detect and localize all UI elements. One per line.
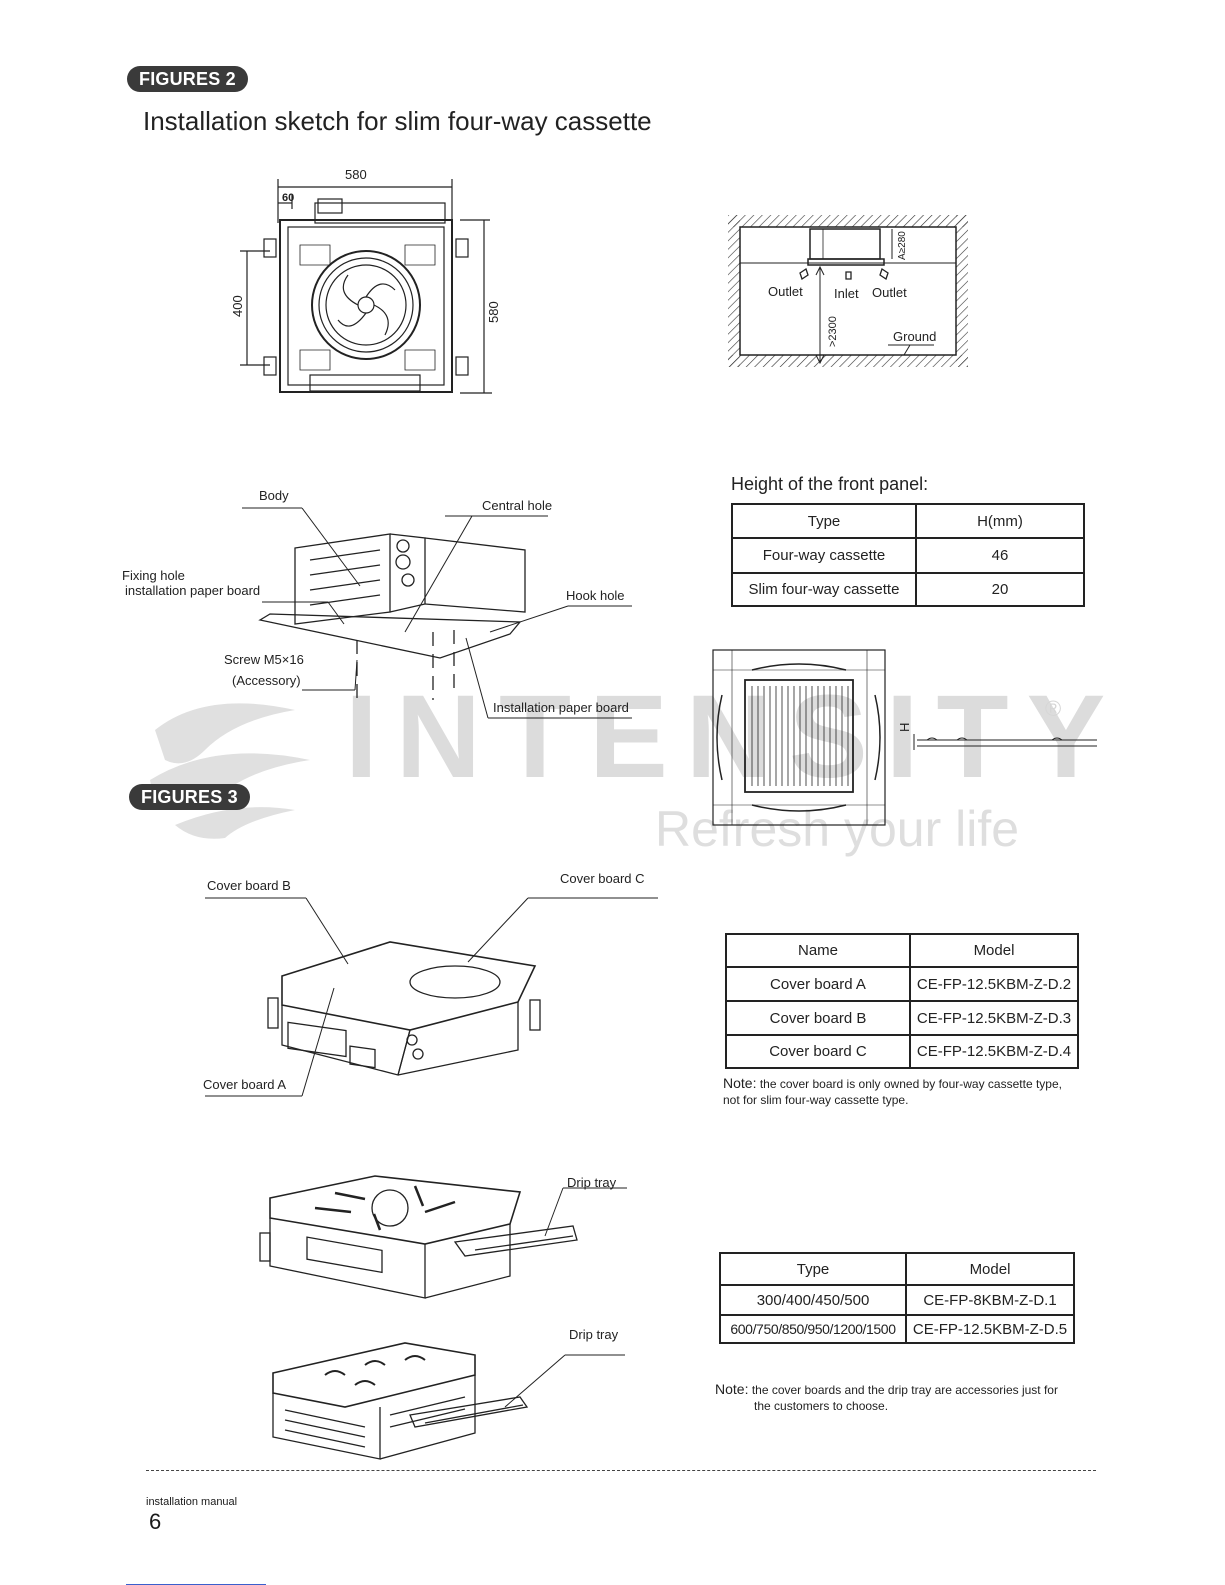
table-header: Type: [731, 503, 917, 539]
dim-top: 580: [345, 167, 367, 182]
label-central-hole: Central hole: [482, 498, 553, 513]
table-cell: Four-way cassette: [731, 537, 917, 574]
table-header-row: Type H(mm): [731, 503, 1085, 539]
note-drip-tray: Note: the cover boards and the drip tray…: [715, 1381, 1105, 1414]
label-installation-paper-board-2: Installation paper board: [493, 700, 629, 715]
footer-manual: installation manual: [146, 1496, 238, 1508]
body-installation-drawing: [242, 507, 632, 719]
room-installation-drawing: A≥280 Outlet Inlet Outlet >2300 Ground: [728, 215, 968, 367]
table-header: Name: [725, 933, 911, 968]
cover-board-table: Name Model Cover board A CE-FP-12.5KBM-Z…: [725, 933, 1079, 1069]
table-row: 300/400/450/500 CE-FP-8KBM-Z-D.1: [719, 1284, 1075, 1316]
table-cell: CE-FP-12.5KBM-Z-D.3: [909, 1000, 1079, 1036]
label-drip-tray-2: Drip tray: [569, 1327, 619, 1342]
table-row: Cover board C CE-FP-12.5KBM-Z-D.4: [725, 1034, 1079, 1069]
table-header-row: Name Model: [725, 933, 1079, 968]
watermark-reg: ®: [1045, 696, 1062, 721]
note-label: Note:: [715, 1381, 749, 1397]
table-row: 600/750/850/950/1200/1500 CE-FP-12.5KBM-…: [719, 1314, 1075, 1344]
label-fixing-hole: Fixing hole: [122, 568, 185, 583]
note-text: the cover boards and the drip tray are a…: [751, 1383, 1058, 1397]
note-text-2: the customers to choose.: [754, 1399, 889, 1413]
panel-height-title: Height of the front panel:: [731, 474, 929, 494]
drip-tray-drawing-2: [272, 1342, 625, 1460]
table-cell: CE-FP-8KBM-Z-D.1: [905, 1284, 1075, 1316]
table-cell: Cover board A: [725, 966, 911, 1002]
table-header-row: Type Model: [719, 1252, 1075, 1286]
page-number: 6: [149, 1509, 162, 1534]
label-installation-paper-board: installation paper board: [125, 583, 261, 598]
note-label: Note:: [723, 1075, 757, 1091]
label-hook-hole: Hook hole: [566, 588, 625, 603]
watermark-slogan: Refresh your life: [655, 801, 1020, 857]
table-row: Cover board B CE-FP-12.5KBM-Z-D.3: [725, 1000, 1079, 1036]
room-height: >2300: [827, 316, 839, 347]
table-row: Four-way cassette 46: [731, 537, 1085, 574]
dim-right: 580: [486, 301, 501, 323]
watermark-brand: INTENSITY: [345, 671, 1124, 803]
label-cover-a: Cover board A: [203, 1077, 287, 1092]
note-cover-board: Note: the cover board is only owned by f…: [723, 1075, 1103, 1108]
dim-left: 400: [230, 295, 245, 317]
table-cell: CE-FP-12.5KBM-Z-D.2: [909, 966, 1079, 1002]
unit-top-view-drawing: 580 60 400 580: [230, 167, 501, 394]
table-cell: 300/400/450/500: [719, 1284, 907, 1316]
room-outlet-left: Outlet: [768, 284, 803, 299]
table-cell: 600/750/850/950/1200/1500: [719, 1314, 907, 1344]
table-cell: 20: [915, 572, 1085, 607]
table-cell: 46: [915, 537, 1085, 574]
figures-3-badge: FIGURES 3: [129, 784, 250, 810]
label-screw: Screw M5×16: [224, 652, 304, 667]
front-panel-drawing: H: [712, 649, 1097, 826]
room-inlet: Inlet: [834, 286, 859, 301]
label-cover-c: Cover board C: [560, 871, 645, 886]
drip-tray-table: Type Model 300/400/450/500 CE-FP-8KBM-Z-…: [719, 1252, 1075, 1344]
panel-height-table: Type H(mm) Four-way cassette 46 Slim fou…: [731, 503, 1085, 607]
room-outlet-right: Outlet: [872, 285, 907, 300]
table-header: H(mm): [915, 503, 1085, 539]
table-cell: Cover board C: [725, 1034, 911, 1069]
label-accessory: (Accessory): [232, 673, 301, 688]
note-text-2: not for slim four-way cassette type.: [723, 1093, 909, 1107]
table-cell: CE-FP-12.5KBM-Z-D.4: [909, 1034, 1079, 1069]
drip-tray-drawing-1: [259, 1175, 627, 1299]
table-cell: CE-FP-12.5KBM-Z-D.5: [905, 1314, 1075, 1344]
page-title: Installation sketch for slim four-way ca…: [143, 106, 652, 136]
room-clearance: A≥280: [897, 231, 908, 260]
table-cell: Cover board B: [725, 1000, 911, 1036]
label-cover-b: Cover board B: [207, 878, 291, 893]
footer-divider: [146, 1470, 1096, 1471]
room-ground: Ground: [893, 329, 936, 344]
label-drip-tray-1: Drip tray: [567, 1175, 617, 1190]
table-header: Model: [909, 933, 1079, 968]
table-row: Slim four-way cassette 20: [731, 572, 1085, 607]
note-text: the cover board is only owned by four-wa…: [759, 1077, 1062, 1091]
table-header: Type: [719, 1252, 907, 1286]
table-cell: Slim four-way cassette: [731, 572, 917, 607]
table-row: Cover board A CE-FP-12.5KBM-Z-D.2: [725, 966, 1079, 1002]
cover-board-drawing: [205, 897, 658, 1097]
label-body: Body: [259, 488, 289, 503]
table-header: Model: [905, 1252, 1075, 1286]
dim-offset: 60: [282, 192, 294, 204]
panel-h-label: H: [897, 723, 912, 732]
figures-2-badge: FIGURES 2: [127, 66, 248, 92]
